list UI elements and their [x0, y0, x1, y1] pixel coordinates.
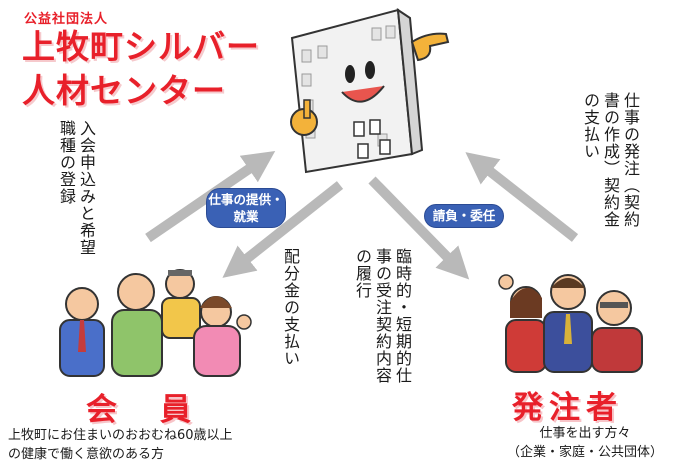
org-type: 公益社団法人 [24, 12, 109, 27]
clients-label: 発注者 [512, 390, 623, 426]
org-name-line2: 人材センター [22, 71, 226, 110]
clients-note-line1: 仕事を出す方々 [539, 426, 631, 441]
arrow-center-to-member [222, 181, 344, 278]
members-note-line2: の健康で働く意欲のある方 [8, 447, 165, 462]
clients-note: 仕事を出す方々 （企業・家庭・公共団体） [480, 424, 690, 462]
text-member-registration: 入会申込みと希望職種の登録 [57, 120, 96, 256]
text-order-execution: 臨時的・短期的仕事の受注契約内容の履行 [353, 248, 412, 384]
text-allocation-payment: 配分金の支払い [281, 248, 300, 367]
pill-contract: 請負・委任 [424, 204, 504, 228]
members-note: 上牧町にお住まいのおおむね60歳以上 の健康で働く意欲のある方 [8, 426, 338, 464]
members-illustration [59, 269, 252, 377]
arrow-center-to-client [368, 176, 470, 280]
clients-note-line2: （企業・家庭・公共団体） [506, 445, 663, 460]
arrow-client-to-center [465, 152, 579, 242]
org-name-line1: 上牧町シルバー [22, 27, 260, 66]
clients-illustration [498, 274, 643, 373]
members-note-line1: 上牧町にお住まいのおおむね60歳以上 [8, 428, 233, 443]
building-mascot-illustration [290, 7, 450, 174]
pill-job-offer: 仕事の提供・就業 [206, 188, 286, 228]
members-label: 会 員 [86, 392, 197, 428]
arrow-member-to-center [145, 150, 276, 243]
text-client-order: 仕事の発注（契約書の作成）契約金の支払い [581, 92, 640, 228]
